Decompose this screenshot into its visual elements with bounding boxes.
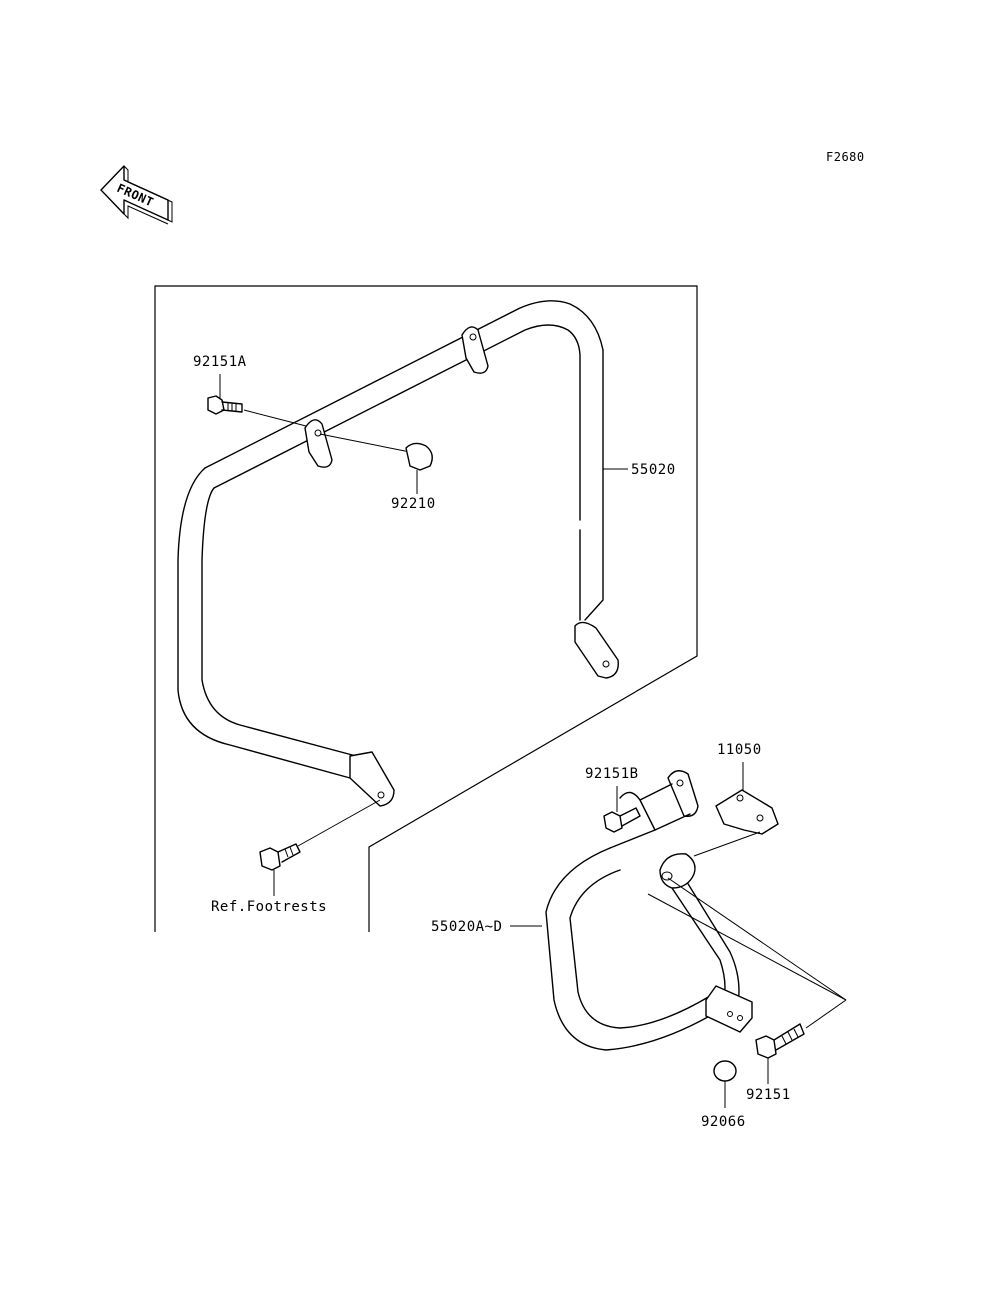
label-11050: 11050 [717,742,762,758]
label-92151A: 92151A [193,354,247,370]
bolt-92151A [207,374,411,453]
label-92210: 92210 [391,496,436,512]
label-55020: 55020 [631,462,676,478]
figure-code: F2680 [826,150,865,164]
label-92151B: 92151B [585,766,639,782]
guard-bar-55020A-D [545,770,753,1051]
footrest-bolt [259,799,381,896]
front-direction-arrow-icon: FRONT [100,165,173,225]
cap-92066 [713,1060,737,1108]
label-92066: 92066 [701,1114,746,1130]
bolt-92151 [647,877,847,1084]
bracket-11050 [693,762,779,857]
label-ref-footrests: Ref.Footrests [211,899,327,915]
assembly-frame [154,285,698,932]
label-92151: 92151 [746,1087,791,1103]
cap-nut-92210 [405,442,433,494]
label-55020A-D: 55020A~D [431,919,502,935]
bolt-92151B [603,786,641,833]
guard-bar-55020 [177,300,619,807]
